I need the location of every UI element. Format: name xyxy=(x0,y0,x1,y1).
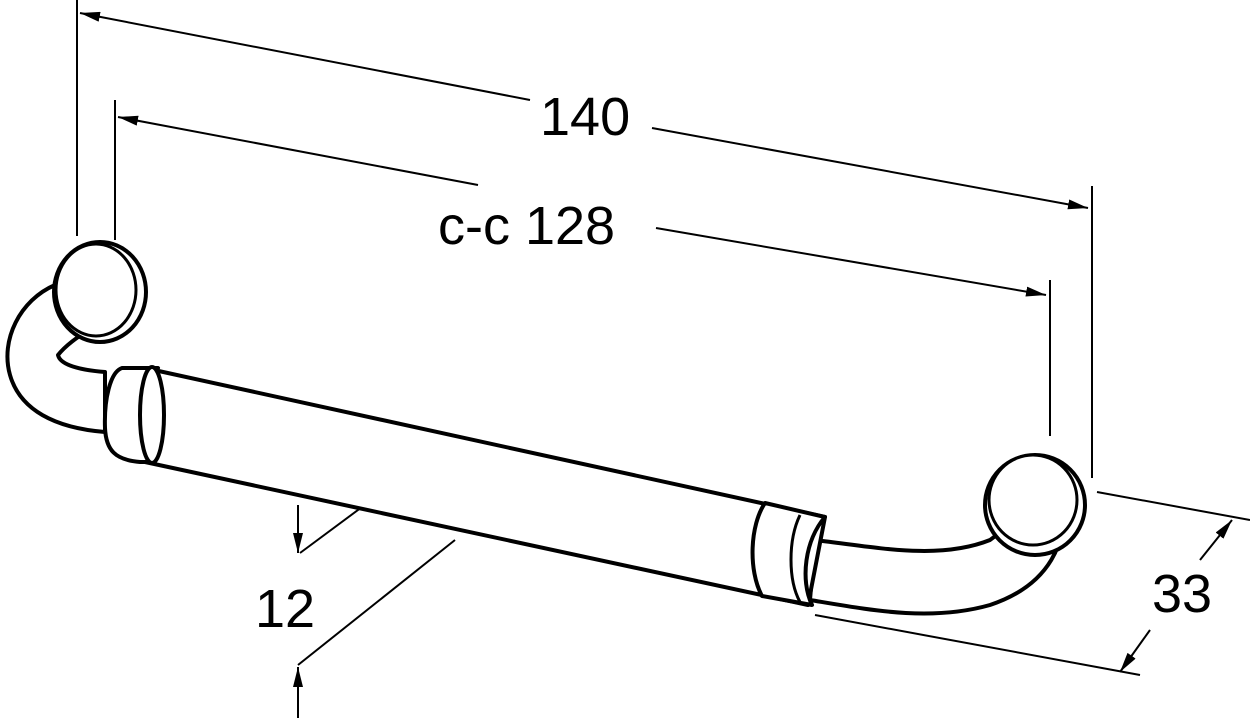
dimension-label-diameter: 12 xyxy=(255,579,315,639)
dimension-label-overall: 140 xyxy=(540,87,630,147)
dimension-label-center-to-center: c-c 128 xyxy=(438,196,615,256)
dimension-12: 12 xyxy=(255,505,315,718)
dimension-33: 33 xyxy=(1119,519,1233,673)
dimension-label-projection: 33 xyxy=(1152,564,1212,624)
handle-illustration xyxy=(5,240,1087,616)
dimension-140: 140 xyxy=(79,11,1089,210)
dimension-cc-128: c-c 128 xyxy=(117,115,1047,297)
